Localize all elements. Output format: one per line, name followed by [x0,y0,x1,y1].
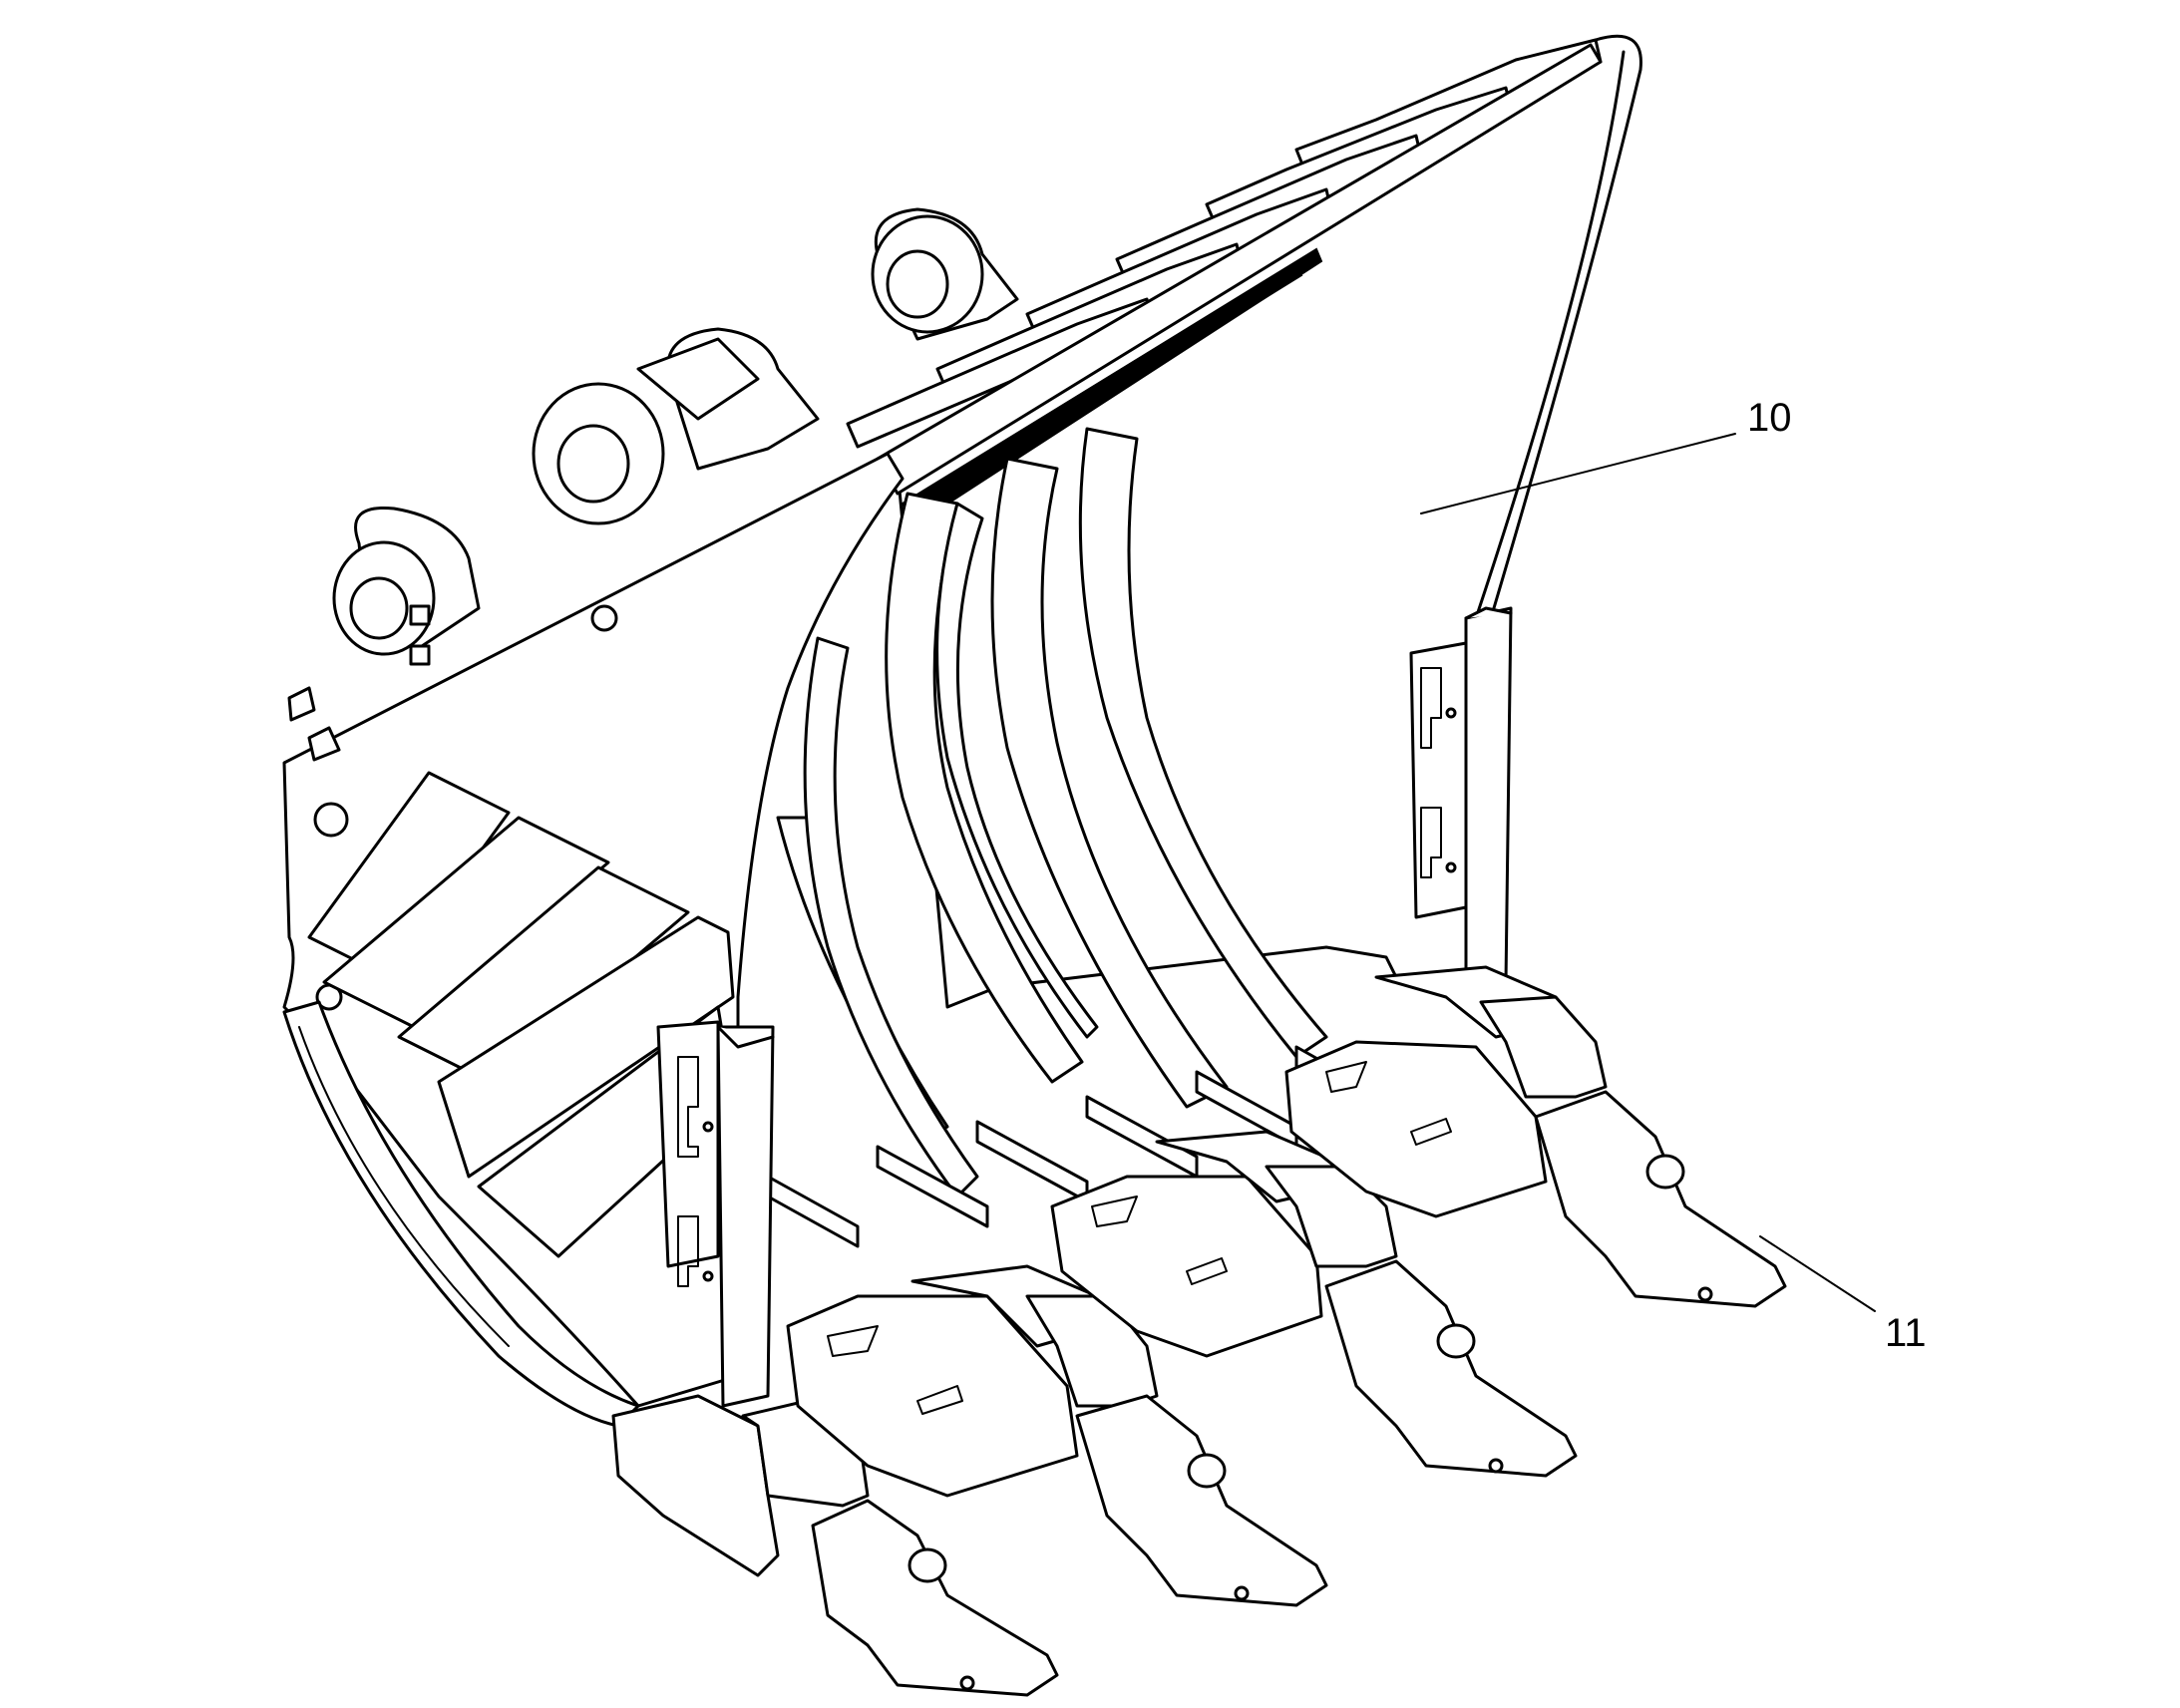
inner-ribs [776,427,1328,1198]
top-edge-band [876,43,1603,528]
side-wear-plates [307,771,735,1258]
callout-label-11: 11 [1885,1311,1927,1355]
left-edge-bar [282,1000,640,1428]
hinge-bosses [332,207,1019,666]
side-cutter-left [656,1020,775,1408]
tooth-1 [611,1394,1059,1697]
top-wear-strips [846,38,1603,449]
tooth-4 [1284,965,1787,1308]
leader-line-10 [1420,433,1736,514]
side-cutter-right [1409,606,1513,994]
callout-label-10: 10 [1747,396,1792,440]
callout-leaders [1420,433,1876,1312]
tooth-3 [1050,1130,1578,1478]
tooth-2 [786,1264,1328,1607]
leader-line-11 [1759,1235,1876,1312]
